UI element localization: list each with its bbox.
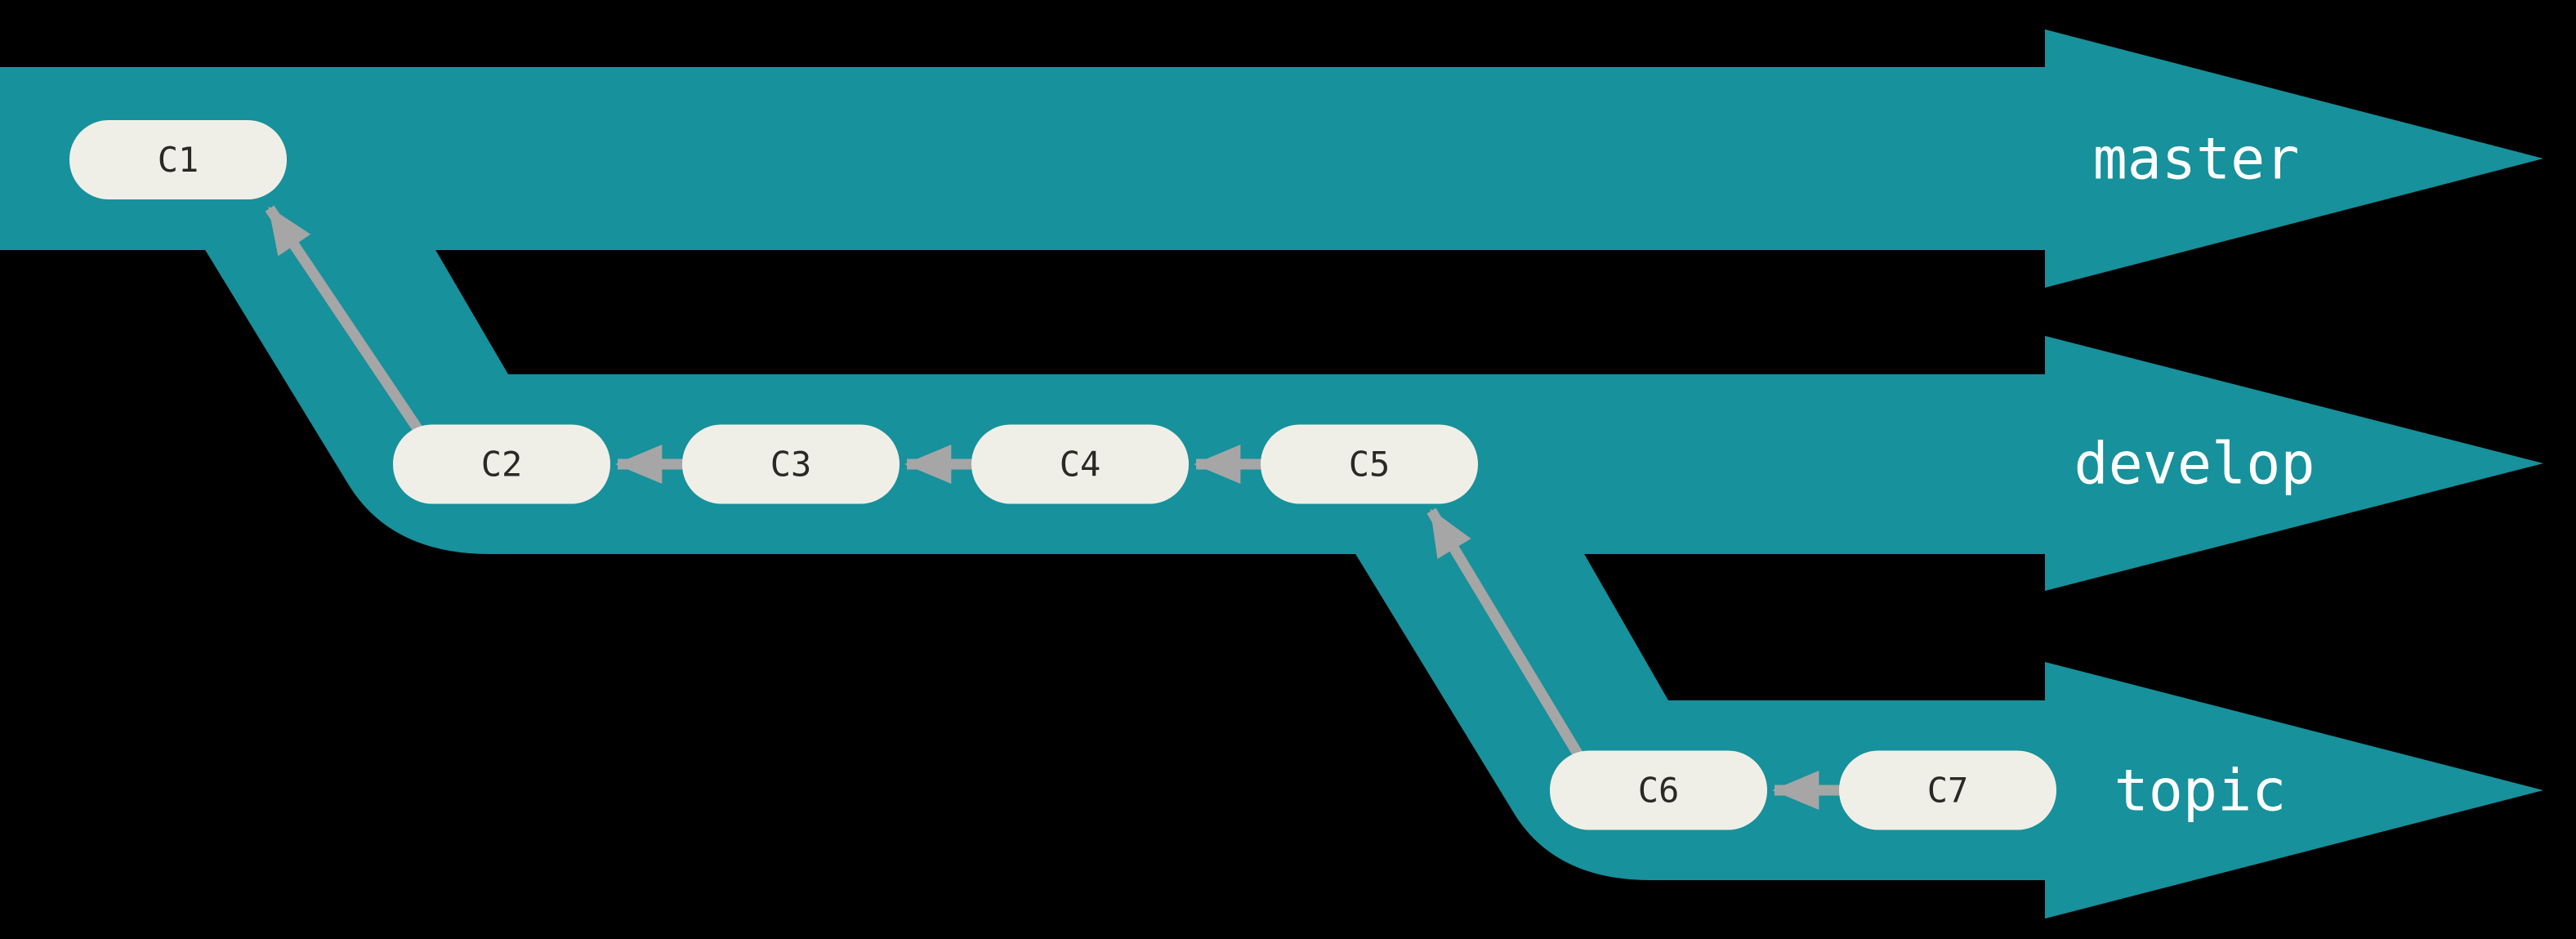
commit-label-c5: C5 bbox=[1349, 445, 1391, 485]
commit-label-c1: C1 bbox=[158, 140, 199, 180]
commit-node-c3: C3 bbox=[682, 424, 900, 504]
branch-labels: master develop topic bbox=[2074, 126, 2315, 825]
commit-node-c4: C4 bbox=[971, 424, 1189, 504]
parent-link-c2-c1 bbox=[265, 205, 450, 473]
commit-nodes: C1 C2 C3 C4 C5 C6 C7 bbox=[69, 120, 2056, 830]
parent-links bbox=[265, 205, 1851, 811]
commit-node-c6: C6 bbox=[1550, 750, 1767, 830]
commit-node-c1: C1 bbox=[69, 120, 287, 199]
parent-link-c6-c5 bbox=[1426, 508, 1602, 789]
branch-label-develop: develop bbox=[2074, 431, 2315, 498]
commit-label-c3: C3 bbox=[770, 445, 812, 485]
commit-label-c7: C7 bbox=[1927, 771, 1969, 811]
branch-lane-master bbox=[0, 29, 2543, 288]
branch-lane-develop bbox=[204, 248, 2543, 591]
commit-node-c5: C5 bbox=[1261, 424, 1478, 504]
commit-node-c7: C7 bbox=[1839, 750, 2056, 830]
commit-label-c6: C6 bbox=[1638, 771, 1680, 811]
branch-label-master: master bbox=[2093, 126, 2300, 193]
commit-label-c2: C2 bbox=[481, 445, 523, 485]
branch-label-topic: topic bbox=[2114, 758, 2287, 825]
commit-label-c4: C4 bbox=[1060, 445, 1101, 485]
commit-node-c2: C2 bbox=[393, 424, 610, 504]
